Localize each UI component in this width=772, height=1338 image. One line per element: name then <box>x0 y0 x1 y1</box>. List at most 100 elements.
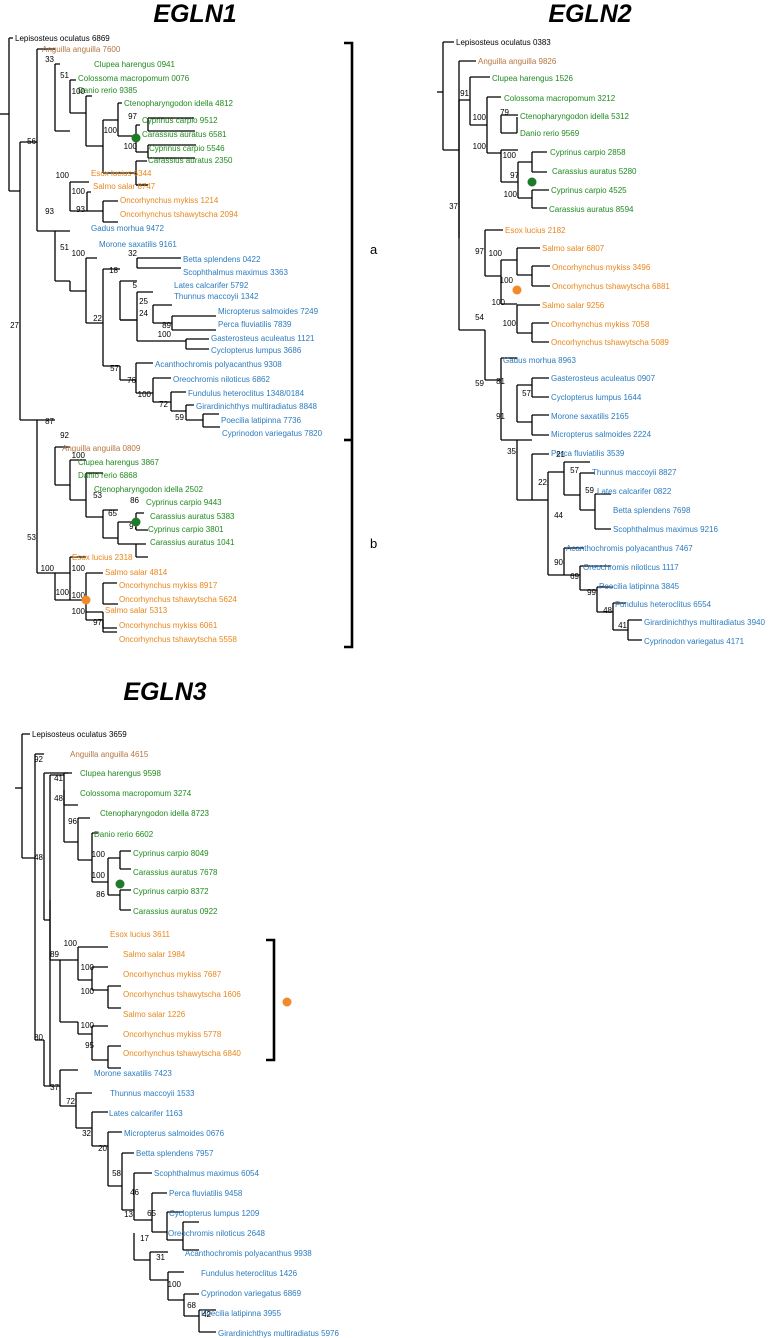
support-value: 100 <box>168 1280 182 1289</box>
tree-title: EGLN2 <box>548 0 631 28</box>
support-value: 100 <box>504 190 518 199</box>
leaf-label: Oncorhynchus tshawytscha 5624 <box>119 595 237 604</box>
leaf-label: Colossoma macropomum 3274 <box>80 789 192 798</box>
leaf-label: Lates calcarifer 1163 <box>109 1109 183 1118</box>
orange-node-marker <box>81 595 91 605</box>
leaf-label: Salmo salar 6807 <box>542 244 605 253</box>
support-value: 100 <box>72 87 86 96</box>
leaf-label: Morone saxatilis 7423 <box>94 1069 172 1078</box>
tree-title: EGLN1 <box>153 0 236 28</box>
support-value: 22 <box>538 478 547 487</box>
leaf-label: Gadus morhua 9472 <box>91 224 164 233</box>
support-value: 100 <box>72 564 86 573</box>
support-value: 53 <box>93 491 102 500</box>
leaf-label: Girardinichthys multiradiatus 8848 <box>196 402 317 411</box>
support-value: 91 <box>460 89 469 98</box>
support-value: 31 <box>156 1253 165 1262</box>
leaf-label: Cyprinus carpio 9443 <box>146 498 222 507</box>
leaf-label: Carassius auratus 8594 <box>549 205 634 214</box>
leaf-label: Cyprinus carpio 5546 <box>149 144 225 153</box>
leaf-label: Lepisosteus oculatus 3659 <box>32 730 127 739</box>
support-value: 72 <box>66 1097 75 1106</box>
support-value: 90 <box>554 558 563 567</box>
node-markers <box>81 133 141 605</box>
leaf-label: Ctenopharyngodon idella 2502 <box>94 485 204 494</box>
support-value: 57 <box>570 466 579 475</box>
leaf-label: Anguilla anguilla 7600 <box>42 45 121 54</box>
support-value: 54 <box>475 313 484 322</box>
leaf-label: Oncorhynchus mykiss 7058 <box>551 320 650 329</box>
leaf-label: Cyprinodon variegatus 6869 <box>201 1289 302 1298</box>
leaf-label: Colossoma macropomum 3212 <box>504 94 616 103</box>
support-value: 35 <box>507 447 516 456</box>
support-value: 100 <box>56 588 70 597</box>
leaf-label: Colossoma macropomum 0076 <box>78 74 190 83</box>
support-value: 100 <box>138 390 152 399</box>
leaf-label: Cyprinus carpio 3801 <box>148 525 224 534</box>
leaf-label: Lates calcarifer 0822 <box>597 487 672 496</box>
node-markers <box>512 177 537 295</box>
leaf-label: Salmo salar 1984 <box>123 950 186 959</box>
branches <box>15 733 216 1333</box>
leaf-label: Micropterus salmoides 7249 <box>218 307 319 316</box>
support-value: 48 <box>603 606 612 615</box>
support-value: 65 <box>147 1209 156 1218</box>
leaf-label: Clupea harengus 9598 <box>80 769 162 778</box>
leaf-label: Oncorhynchus mykiss 5778 <box>123 1030 222 1039</box>
leaf-label: Oncorhynchus mykiss 8917 <box>119 581 218 590</box>
orange-node-marker <box>512 285 522 295</box>
leaf-label: Oreochromis niloticus 6862 <box>173 375 270 384</box>
support-value: 59 <box>175 413 184 422</box>
leaf-label: Salmo salar 5313 <box>105 606 168 615</box>
leaf-label: Clupea harengus 3867 <box>78 458 160 467</box>
leaf-label: Micropterus salmoides 0676 <box>124 1129 225 1138</box>
leaf-label: Cyclopterus lumpus 1644 <box>551 393 642 402</box>
leaf-label: Anguilla anguilla 4615 <box>70 750 149 759</box>
support-value: 96 <box>68 817 77 826</box>
leaf-label: Esox lucius 2182 <box>505 226 566 235</box>
support-value: 100 <box>503 319 517 328</box>
support-value: 100 <box>56 171 70 180</box>
support-value: 93 <box>76 205 85 214</box>
leaf-label: Lepisosteus oculatus 0383 <box>456 38 551 47</box>
support-value: 97 <box>510 171 519 180</box>
leaf-label: Thunnus maccoyii 8827 <box>592 468 677 477</box>
support-value: 59 <box>585 486 594 495</box>
support-value: 56 <box>27 137 36 146</box>
support-value: 37 <box>449 202 458 211</box>
tree-egln2: EGLN2 <box>437 0 765 646</box>
support-value: 24 <box>139 309 148 318</box>
leaf-label: Lates calcarifer 5792 <box>174 281 249 290</box>
support-value: 5 <box>133 281 138 290</box>
support-value: 32 <box>82 1129 91 1138</box>
leaf-label: Cyprinus carpio 8372 <box>133 887 209 896</box>
leaf-label: Gadus morhua 8963 <box>503 356 576 365</box>
tree-egln1: EGLN1 <box>0 0 378 649</box>
leaf-label: Carassius auratus 2350 <box>148 156 233 165</box>
support-value: 100 <box>124 142 138 151</box>
support-value: 25 <box>139 297 148 306</box>
green-node-marker <box>527 177 537 187</box>
leaf-label: Gasterosteus aculeatus 0907 <box>551 374 656 383</box>
support-value: 97 <box>128 112 137 121</box>
leaf-label: Cyprinodon variegatus 7820 <box>222 429 323 438</box>
leaf-label: Carassius auratus 0922 <box>133 907 218 916</box>
leaf-label: Oreochromis niloticus 1117 <box>583 563 679 572</box>
support-value: 13 <box>124 1210 133 1219</box>
leaf-label: Fundulus heteroclitus 1426 <box>201 1269 298 1278</box>
support-value: 97 <box>129 522 138 531</box>
leaf-label: Danio rerio 6868 <box>78 471 138 480</box>
branches <box>0 37 220 633</box>
leaf-label: Betta splendens 0422 <box>183 255 261 264</box>
leaf-label: Thunnus maccoyii 1342 <box>174 292 259 301</box>
support-value: 72 <box>159 400 168 409</box>
support-value: 46 <box>130 1188 139 1197</box>
leaf-label: Clupea harengus 1526 <box>492 74 574 83</box>
leaf-label: Cyclopterus lumpus 3686 <box>211 346 302 355</box>
leaf-label: Anguilla anguilla 9826 <box>478 57 557 66</box>
leaf-label: Scophthalmus maximus 3363 <box>183 268 288 277</box>
support-value: 100 <box>72 591 86 600</box>
leaf-label: Fundulus heteroclitus 6554 <box>615 600 712 609</box>
leaf-label: Ctenopharyngodon idella 8723 <box>100 809 210 818</box>
